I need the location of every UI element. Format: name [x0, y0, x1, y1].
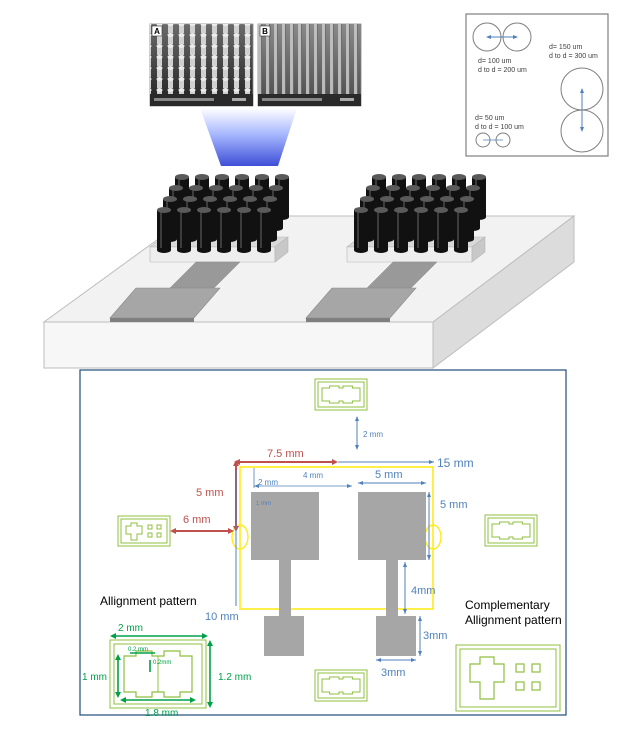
dim-4mm: 4mm — [411, 585, 435, 597]
pillar-spacing-inset: d= 100 um d to d = 200 um d= 150 um d to… — [465, 13, 609, 157]
pillar — [354, 207, 368, 253]
trace-right — [386, 560, 398, 616]
alignment-mark — [314, 669, 368, 702]
pillar — [177, 207, 191, 253]
pillar — [237, 207, 251, 253]
alignment-mark — [314, 378, 368, 411]
inset-d100: d= 100 um — [478, 58, 511, 65]
alignment-mark — [484, 514, 538, 547]
dim-3mm-horizontal: 3mm — [381, 667, 405, 679]
electrode-pads — [251, 492, 426, 656]
caption-complementary-1: Complementary — [465, 598, 550, 612]
pillar — [454, 207, 468, 253]
pad-left-large — [251, 492, 319, 560]
inset-d150: d= 150 um — [549, 44, 582, 51]
dim-4mm-inner: 4 mm — [303, 471, 323, 480]
pad-left-small — [264, 616, 304, 656]
projection-beam — [200, 108, 297, 166]
dim-5mm-left: 5 mm — [196, 487, 224, 499]
detail-0-2mm-a: 0.2 mm — [128, 647, 148, 653]
detail-1mm: 1 mm — [82, 672, 107, 683]
pillar-arrays — [157, 174, 486, 253]
detail-1-8mm: 1.8 mm — [145, 708, 178, 719]
dim-15mm: 15 mm — [437, 456, 474, 470]
alignment-circle-left — [231, 524, 249, 550]
device-3d-model — [42, 174, 576, 370]
dim-1mm-inner: 1 mm — [256, 501, 271, 507]
pillar — [217, 207, 231, 253]
dim-2mm-inner: 2 mm — [258, 478, 278, 487]
pillar — [197, 207, 211, 253]
pad-right-large — [358, 492, 426, 560]
dim-5mm-right: 5 mm — [440, 499, 468, 511]
inset-dd300: d to d = 300 um — [549, 53, 598, 60]
sem-b-label: B — [262, 27, 268, 36]
dim-10mm: 10 mm — [205, 611, 239, 623]
sem-image-b: B — [257, 23, 362, 107]
alignment-outline — [239, 466, 434, 610]
pad-right-small — [376, 616, 416, 656]
dim-6mm: 6 mm — [183, 514, 211, 526]
dim-3mm-vertical: 3mm — [423, 630, 447, 642]
pillar — [257, 207, 271, 253]
dim-2mm-top: 2 mm — [363, 430, 383, 439]
pillar — [157, 207, 171, 253]
pillar — [414, 207, 428, 253]
detail-2mm: 2 mm — [118, 623, 143, 634]
inset-dd100: d to d = 100 um — [475, 124, 524, 131]
sem-a-label: A — [154, 27, 160, 36]
dim-7-5mm: 7.5 mm — [267, 448, 304, 460]
inset-dd200: d to d = 200 um — [478, 67, 527, 74]
sem-image-a: A — [149, 23, 254, 107]
caption-complementary-2: Allignment pattern — [465, 613, 562, 627]
pillar — [434, 207, 448, 253]
inset-d50: d= 50 um — [475, 115, 505, 122]
alignment-pattern-detail — [109, 633, 213, 709]
detail-0-2mm-b: 0.2mm — [153, 660, 171, 666]
detail-1-2mm: 1.2 mm — [218, 672, 251, 683]
trace-left — [279, 560, 291, 616]
pillar — [374, 207, 388, 253]
alignment-marks — [117, 378, 538, 702]
caption-alignment-pattern: Allignment pattern — [100, 594, 197, 608]
dim-5mm-top: 5 mm — [375, 469, 403, 481]
complementary-pattern-detail — [455, 644, 561, 712]
dimension-lines — [170, 416, 434, 662]
pillar — [394, 207, 408, 253]
